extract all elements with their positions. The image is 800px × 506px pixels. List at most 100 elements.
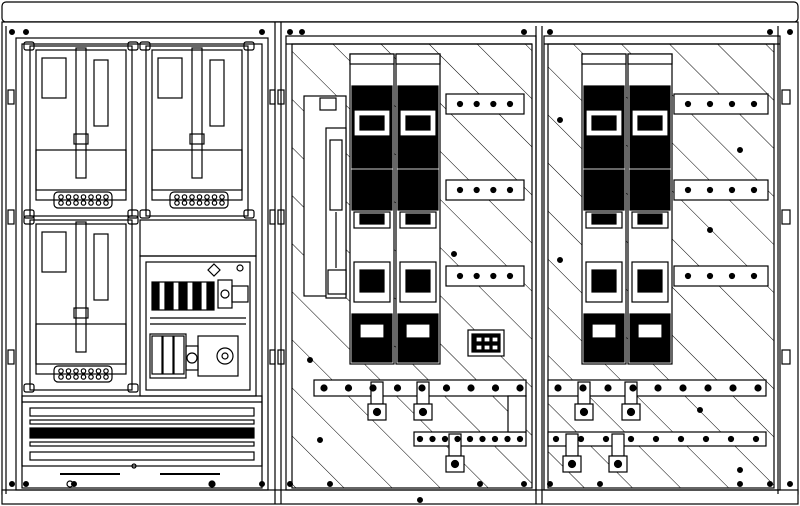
horizontal-busbar-2	[445, 179, 525, 201]
corner-bracket	[23, 215, 35, 225]
left-section-frame	[15, 37, 269, 491]
middle-hinges	[277, 89, 285, 365]
terminal-block	[172, 281, 180, 311]
rivet-33	[417, 497, 424, 504]
terminal-block	[165, 281, 173, 311]
terminal-block	[200, 281, 208, 311]
busbar-hole	[429, 435, 436, 443]
busbar-hole	[479, 435, 486, 443]
terminal-strip	[151, 281, 215, 375]
middle-fuse-section	[277, 35, 537, 491]
busbar-bolt	[456, 186, 464, 194]
busbar-hole	[491, 435, 499, 443]
terminal-block	[186, 281, 194, 311]
meter-terminal-strip	[169, 191, 229, 209]
mounting-rivets	[9, 29, 793, 504]
meter-window	[41, 57, 67, 99]
rivet-5	[299, 29, 306, 36]
fuse-link	[583, 169, 625, 211]
fuse-switch-disconnector-2	[627, 53, 673, 365]
busbar-hole	[602, 435, 610, 443]
busbar-bolt	[473, 100, 480, 108]
right-fuse-disconnectors	[581, 53, 673, 365]
rivet-12	[259, 481, 266, 488]
small-terminal-block	[467, 329, 505, 357]
right-horizontal-busbars	[673, 93, 769, 287]
breaker-pole	[151, 335, 163, 375]
busbar-bolt	[684, 186, 692, 194]
terminal-block	[179, 281, 187, 311]
busbar-hole	[320, 384, 328, 392]
busbar	[445, 93, 525, 115]
busbar-bolt	[728, 272, 736, 280]
horizontal-busbar-1	[673, 93, 769, 115]
terminal-block	[193, 281, 201, 311]
corner-bracket	[127, 215, 139, 225]
busbar-hole	[369, 384, 377, 392]
meter-frame	[29, 45, 133, 217]
fuse-switch-disconnector-2	[395, 53, 441, 365]
rivet-32	[451, 251, 458, 258]
busbar-bolt	[684, 100, 692, 108]
rivet-31	[556, 257, 563, 264]
left-meter-section	[7, 37, 276, 491]
rivet-25	[317, 437, 324, 444]
middle-lower-busbars	[313, 379, 527, 473]
control-fuse-rail	[303, 95, 347, 299]
breaker-pole	[162, 335, 174, 375]
fuse-switch-disconnector-1	[349, 53, 395, 365]
busbar-hole	[491, 384, 500, 392]
busbar-bolt	[456, 272, 464, 280]
meter-frame	[29, 219, 133, 391]
busbar-bolt	[750, 272, 758, 280]
cable-clamp-4	[608, 433, 628, 473]
busbar-hole	[416, 435, 424, 443]
busbar-bolt	[490, 100, 497, 108]
corner-bracket	[23, 383, 35, 393]
rivet-14	[520, 481, 527, 488]
rivet-1	[9, 29, 16, 36]
diamond-mark	[207, 263, 221, 277]
corner-bracket	[127, 383, 139, 393]
busbar-bolt	[473, 186, 480, 194]
busbar-hole	[654, 384, 662, 392]
corner-bracket	[127, 209, 139, 219]
busbar-hole	[604, 384, 612, 392]
busbar-hole	[504, 435, 511, 443]
busbar-hole	[466, 435, 474, 443]
busbar-bolt	[456, 100, 464, 108]
meter-module-2	[139, 41, 255, 219]
fuse-link	[629, 169, 671, 211]
busbar-slot-2	[29, 419, 255, 425]
rivet-22	[596, 481, 603, 488]
rivet-10	[9, 481, 16, 488]
rivet-18	[70, 481, 77, 488]
busbar-bolt	[728, 186, 736, 194]
busbar-hole	[652, 435, 660, 443]
busbar-hole	[702, 435, 710, 443]
busbar-bolt	[506, 272, 514, 280]
meter-slot	[209, 59, 225, 127]
corner-bracket	[127, 41, 139, 51]
busbar-slot-3	[29, 427, 255, 439]
meter-module-1	[23, 41, 139, 219]
terminal-block	[207, 281, 215, 311]
busbar-bolt	[684, 272, 692, 280]
busbar-hole	[393, 384, 402, 392]
horizontal-busbar-1	[445, 93, 525, 115]
busbar-hole	[441, 435, 449, 443]
housing-roof	[1, 1, 799, 23]
rivet-24	[307, 357, 314, 364]
rivet-20	[327, 481, 334, 488]
busbar-hole	[629, 384, 637, 392]
busbar-hole	[344, 384, 353, 392]
rivet-15	[546, 481, 553, 488]
rivet-19	[209, 481, 216, 488]
busbar-hole	[516, 384, 524, 392]
busbar-bolt	[490, 272, 497, 280]
meter-frame	[145, 45, 249, 217]
breaker-pole	[173, 335, 185, 375]
rivet-9	[786, 29, 793, 36]
